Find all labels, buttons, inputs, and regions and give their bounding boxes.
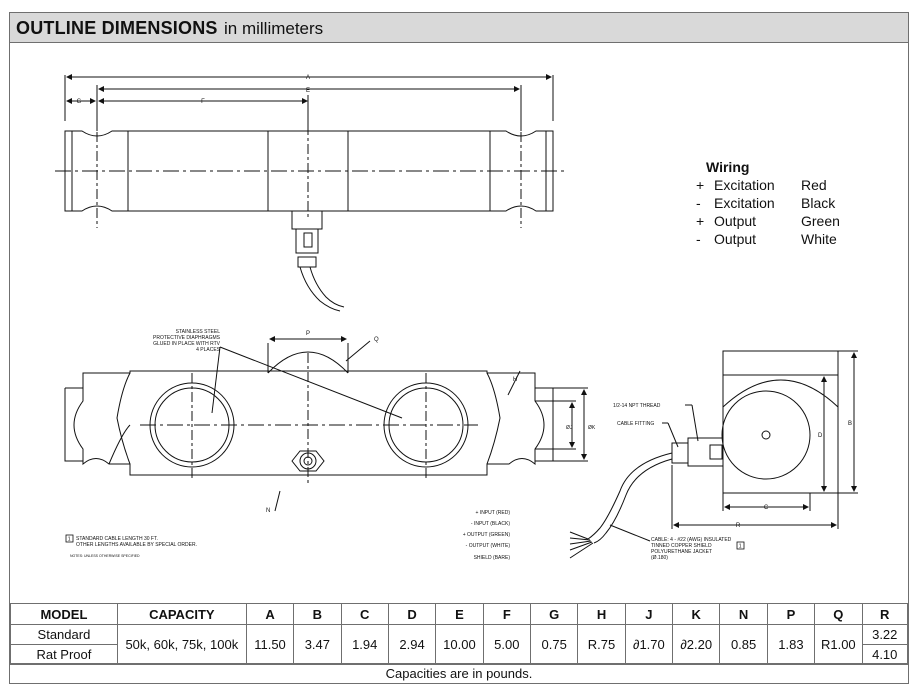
dim-a-label: A xyxy=(306,75,310,81)
front-view xyxy=(64,336,588,512)
value-cell: 0.75 xyxy=(529,624,579,665)
value-cell: 1.83 xyxy=(766,624,816,665)
value-cell: 10.00 xyxy=(435,624,484,665)
wiring-row: + Excitation Red xyxy=(696,177,827,193)
svg-text:- OUTPUT (WHITE): - OUTPUT (WHITE) xyxy=(466,543,511,549)
col-header: F xyxy=(482,603,531,625)
dim-n-label: N xyxy=(266,508,270,514)
panel-header: OUTLINE DIMENSIONS in millimeters xyxy=(10,13,908,43)
wiring-row: - Excitation Black xyxy=(696,195,836,211)
col-header: B xyxy=(293,603,342,625)
col-header: K xyxy=(672,603,721,625)
dim-e-label: E xyxy=(306,88,310,94)
dim-f-label: F xyxy=(201,99,205,105)
std-cable-flag: 1 xyxy=(68,537,71,543)
dim-k-label: ØK xyxy=(588,425,596,431)
value-cell: ∂2.20 xyxy=(672,624,721,665)
dim-p-label: P xyxy=(306,331,310,337)
col-header: R xyxy=(861,603,908,625)
value-cell: ∂1.70 xyxy=(624,624,674,665)
col-header: MODEL xyxy=(10,603,118,625)
value-cell: 11.50 xyxy=(245,624,295,665)
table-caption: Capacities are in pounds. xyxy=(10,663,908,684)
col-header: J xyxy=(624,603,674,625)
diaphragm-note: STAINLESS STEEL PROTECTIVE DIAPHRAGMS GL… xyxy=(153,329,221,353)
top-view xyxy=(55,74,565,312)
wiring-legend: Wiring + Excitation Red - Excitation Bla… xyxy=(696,159,840,248)
col-header: G xyxy=(529,603,579,625)
col-header: Q xyxy=(814,603,863,625)
table-row: Rat Proof 4.10 xyxy=(10,644,908,665)
dimensions-table: MODEL CAPACITY A B C D E F G H J K N P Q… xyxy=(10,603,908,665)
npt-thread-label: 1/2-14 NPT THREAD xyxy=(613,403,661,409)
svg-text:STANDARD CABLE LENGTH 30 FT.: STANDARD CABLE LENGTH 30 FT. xyxy=(76,536,158,542)
col-header: A xyxy=(245,603,295,625)
dim-q-label: Q xyxy=(374,337,379,343)
svg-text:POLYURETHANE JACKET: POLYURETHANE JACKET xyxy=(651,549,712,555)
svg-text:STAINLESS STEEL: STAINLESS STEEL xyxy=(176,329,221,335)
col-header: H xyxy=(577,603,626,625)
svg-text:4 PLACES: 4 PLACES xyxy=(196,347,221,353)
std-cable-note: STANDARD CABLE LENGTH 30 FT. OTHER LENGT… xyxy=(76,536,197,548)
model-cell: Rat Proof xyxy=(10,644,118,665)
dim-j-label: ØJ xyxy=(566,425,573,431)
svg-text:(Ø.180): (Ø.180) xyxy=(651,555,668,561)
r-value-cell: 3.22 xyxy=(861,624,908,645)
svg-text:PROTECTIVE DIAPHRAGMS: PROTECTIVE DIAPHRAGMS xyxy=(153,335,221,341)
wiring-row: - Output White xyxy=(696,231,837,247)
cable-note-flag: 1 xyxy=(739,544,742,550)
svg-text:CABLE: 4 - #22 (AWG) INSULATED: CABLE: 4 - #22 (AWG) INSULATED xyxy=(651,537,732,543)
value-cell: 1.94 xyxy=(340,624,389,665)
dim-g-label: G xyxy=(77,99,82,105)
capacity-cell: 50k, 60k, 75k, 100k xyxy=(116,624,247,665)
value-cell: 5.00 xyxy=(482,624,531,665)
svg-text:- INPUT (BLACK): - INPUT (BLACK) xyxy=(471,521,510,527)
dim-d-label: D xyxy=(818,433,823,439)
col-header: E xyxy=(435,603,484,625)
notes-line: NOTES: UNLESS OTHERWISE SPECIFIED xyxy=(70,554,140,558)
dim-c-label: C xyxy=(764,505,769,511)
panel-title: OUTLINE DIMENSIONS xyxy=(16,18,218,38)
col-header: CAPACITY xyxy=(116,603,247,625)
r-value-cell: 4.10 xyxy=(861,644,908,665)
side-view xyxy=(569,350,858,559)
dim-r-label: R xyxy=(736,523,741,529)
svg-text:GLUED IN PLACE WITH RTV: GLUED IN PLACE WITH RTV xyxy=(153,341,221,347)
wire-labels: + INPUT (RED) - INPUT (BLACK) + OUTPUT (… xyxy=(463,510,511,561)
wiring-row: + Output Green xyxy=(696,213,840,229)
value-cell: R.75 xyxy=(577,624,626,665)
cable-spec-note: CABLE: 4 - #22 (AWG) INSULATED TINNED CO… xyxy=(651,537,732,561)
svg-text:+ OUTPUT (GREEN): + OUTPUT (GREEN) xyxy=(463,532,511,538)
panel-title-units: in millimeters xyxy=(224,19,324,38)
value-cell: R1.00 xyxy=(814,624,863,665)
value-cell: 2.94 xyxy=(387,624,437,665)
technical-drawing: A E G F P Q H ØJ ØK N D B C R STAINLESS … xyxy=(55,74,858,561)
table-row: Standard 50k, 60k, 75k, 100k 11.50 3.47 … xyxy=(10,624,908,665)
table-header-row: MODEL CAPACITY A B C D E F G H J K N P Q… xyxy=(10,603,908,625)
svg-text:SHIELD (BARE): SHIELD (BARE) xyxy=(474,555,511,561)
svg-text:+ INPUT (RED): + INPUT (RED) xyxy=(476,510,511,516)
model-cell: Standard xyxy=(10,624,118,645)
wiring-title: Wiring xyxy=(706,159,750,175)
dim-h-label: H xyxy=(513,377,517,383)
col-header: P xyxy=(766,603,816,625)
col-header: N xyxy=(719,603,768,625)
dim-b-label: B xyxy=(848,421,852,427)
col-header: C xyxy=(340,603,389,625)
cable-fitting-label: CABLE FITTING xyxy=(617,421,654,427)
value-cell: 0.85 xyxy=(719,624,768,665)
svg-text:TINNED COPPER SHIELD: TINNED COPPER SHIELD xyxy=(651,543,712,549)
svg-text:OTHER LENGTHS AVAILABLE BY SPE: OTHER LENGTHS AVAILABLE BY SPECIAL ORDER… xyxy=(76,542,197,548)
value-cell: 3.47 xyxy=(293,624,342,665)
col-header: D xyxy=(387,603,437,625)
outline-dimensions-panel: OUTLINE DIMENSIONS in millimeters xyxy=(9,12,909,684)
